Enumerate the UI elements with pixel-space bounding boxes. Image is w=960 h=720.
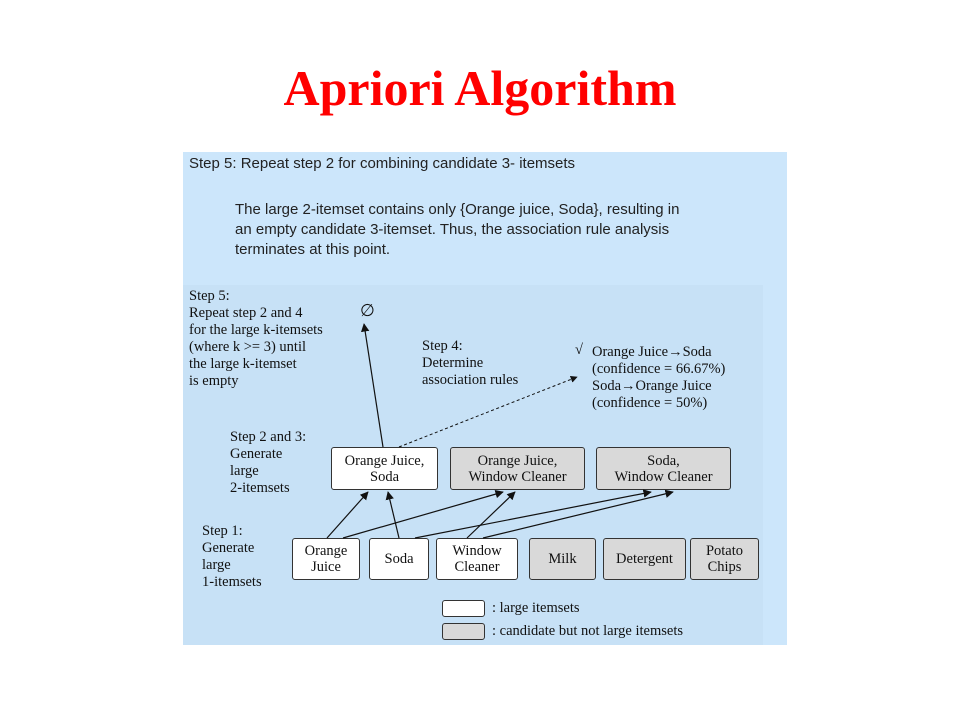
step4-label-line: Determine — [422, 355, 484, 371]
arrow-ojsoda-to-rules — [398, 376, 578, 448]
itemset-label: Orange Juice — [304, 543, 348, 575]
step5-description-line: The large 2-itemset contains only {Orang… — [235, 201, 680, 218]
itemset-orange-juice: Orange Juice — [292, 538, 360, 580]
itemset-soda-window-cleaner: Soda, Window Cleaner — [596, 447, 731, 490]
itemset-label: Detergent — [616, 551, 673, 567]
itemset-orange-juice-window-cleaner: Orange Juice, Window Cleaner — [450, 447, 585, 490]
diagram-arrows — [326, 323, 674, 539]
itemset-label: Window Cleaner — [452, 543, 502, 575]
step23-label-line: Generate — [230, 446, 283, 462]
association-rules: Orange Juice→Soda (confidence = 66.67%) … — [592, 344, 725, 412]
step1-label-line: large — [202, 557, 231, 573]
itemset-window-cleaner: Window Cleaner — [436, 538, 518, 580]
slide-title: Apriori Algorithm — [283, 60, 677, 116]
rule-line: Soda→Orange Juice — [592, 378, 712, 394]
step23-label: Step 2 and 3: Generate large 2-itemsets — [230, 429, 306, 497]
arrow-oj-to-ojwc — [342, 490, 504, 539]
itemset-detergent: Detergent — [603, 538, 686, 580]
step4-label: Step 4: Determine association rules — [422, 338, 518, 389]
itemset-label: Orange Juice, Soda — [344, 452, 425, 485]
step5-label: Step 5: Repeat step 2 and 4 for the larg… — [189, 288, 323, 390]
step23-label-line: Step 2 and 3: — [230, 429, 307, 445]
itemset-milk: Milk — [529, 538, 596, 580]
arrow-soda-to-sodawc — [414, 489, 652, 539]
arrow-wc-to-ojwc — [466, 491, 516, 539]
rule-line: (confidence = 50%) — [592, 395, 708, 411]
legend-label-large: : large itemsets — [492, 600, 580, 616]
arrow-ojsoda-to-empty — [361, 323, 384, 448]
apriori-figure: Step 5: Repeat step 2 for combining cand… — [183, 152, 787, 645]
legend-swatch-candidate — [442, 623, 485, 640]
arrow-oj-to-ojsoda — [326, 491, 369, 539]
itemset-label: Milk — [548, 551, 577, 567]
itemset-potato-chips: Potato Chips — [690, 538, 759, 580]
step23-label-line: large — [230, 463, 259, 479]
arrow-wc-to-sodawc — [482, 489, 674, 539]
step5-label-line: (where k >= 3) until — [189, 339, 307, 355]
itemset-label: Soda — [384, 551, 414, 567]
step1-label-line: Step 1: — [202, 523, 243, 539]
check-mark: √ — [575, 342, 583, 358]
step1-label-line: Generate — [202, 540, 255, 556]
legend-label-candidate: : candidate but not large itemsets — [492, 623, 683, 639]
step4-label-line: association rules — [422, 372, 519, 388]
step1-label-line: 1-itemsets — [202, 574, 262, 590]
step1-label: Step 1: Generate large 1-itemsets — [202, 523, 262, 591]
step5-label-line: the large k-itemset — [189, 356, 297, 372]
step5-label-line: Repeat step 2 and 4 — [189, 305, 303, 321]
empty-set-symbol: ∅ — [360, 301, 375, 320]
itemset-label: Potato Chips — [705, 543, 744, 575]
itemset-orange-juice-soda: Orange Juice, Soda — [331, 447, 438, 490]
itemset-soda: Soda — [369, 538, 429, 580]
itemset-label: Soda, Window Cleaner — [614, 452, 713, 485]
rule-line: Orange Juice→Soda — [592, 344, 712, 360]
step4-label-line: Step 4: — [422, 338, 463, 354]
itemset-label: Orange Juice, Window Cleaner — [468, 452, 567, 485]
legend-swatch-large — [442, 600, 485, 617]
step5-description-line: terminates at this point. — [235, 241, 391, 258]
step5-label-line: is empty — [189, 373, 239, 389]
step5-description: The large 2-itemset contains only {Orang… — [235, 200, 679, 260]
step5-header: Step 5: Repeat step 2 for combining cand… — [189, 155, 576, 172]
step23-label-line: 2-itemsets — [230, 480, 290, 496]
step5-description-line: an empty candidate 3-itemset. Thus, the … — [235, 221, 670, 238]
step5-label-line: Step 5: — [189, 288, 230, 304]
arrow-soda-to-ojsoda — [385, 491, 400, 539]
rule-line: (confidence = 66.67%) — [592, 361, 726, 377]
step5-label-line: for the large k-itemsets — [189, 322, 323, 338]
